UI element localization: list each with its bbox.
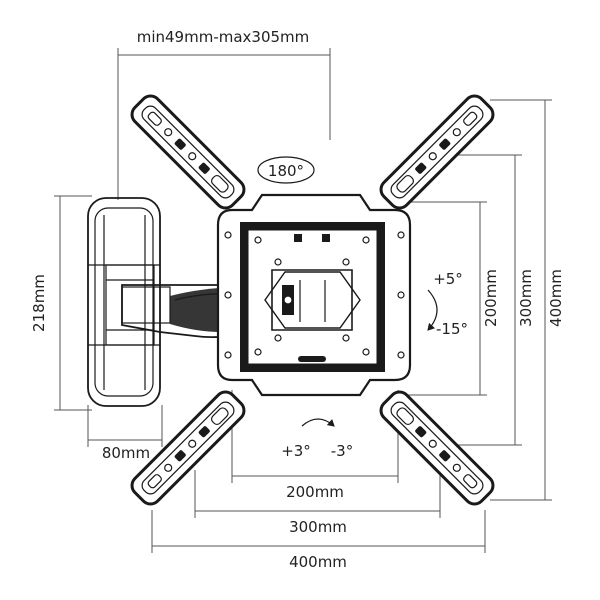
vesa-300-width-label: 300mm bbox=[289, 518, 347, 536]
vesa-arm-top-right bbox=[379, 94, 495, 210]
vesa-400-height-label: 400mm bbox=[547, 269, 565, 327]
swivel-label: 180° bbox=[268, 162, 304, 180]
wall-plate-width-label: 80mm bbox=[102, 444, 150, 462]
vesa-300-height-label: 300mm bbox=[517, 269, 535, 327]
level-plus-label: +3° bbox=[281, 442, 311, 460]
wall-plate bbox=[87, 197, 161, 407]
vesa-400-width-label: 400mm bbox=[289, 553, 347, 571]
level-minus-label: -3° bbox=[331, 442, 353, 460]
vesa-arm-top-left bbox=[130, 94, 246, 210]
wall-plate-height-label: 218mm bbox=[30, 274, 48, 332]
arm-extension-label: min49mm-max305mm bbox=[137, 28, 310, 46]
vesa-arm-bottom-left bbox=[130, 390, 246, 506]
vesa-arm-bottom-right bbox=[379, 390, 495, 506]
tv-bracket bbox=[216, 193, 412, 397]
vesa-200-width-label: 200mm bbox=[286, 483, 344, 501]
rotation-indicators bbox=[257, 156, 438, 427]
tilt-up-label: +5° bbox=[433, 270, 463, 288]
tilt-down-label: -15° bbox=[436, 320, 468, 338]
vesa-200-height-label: 200mm bbox=[482, 269, 500, 327]
